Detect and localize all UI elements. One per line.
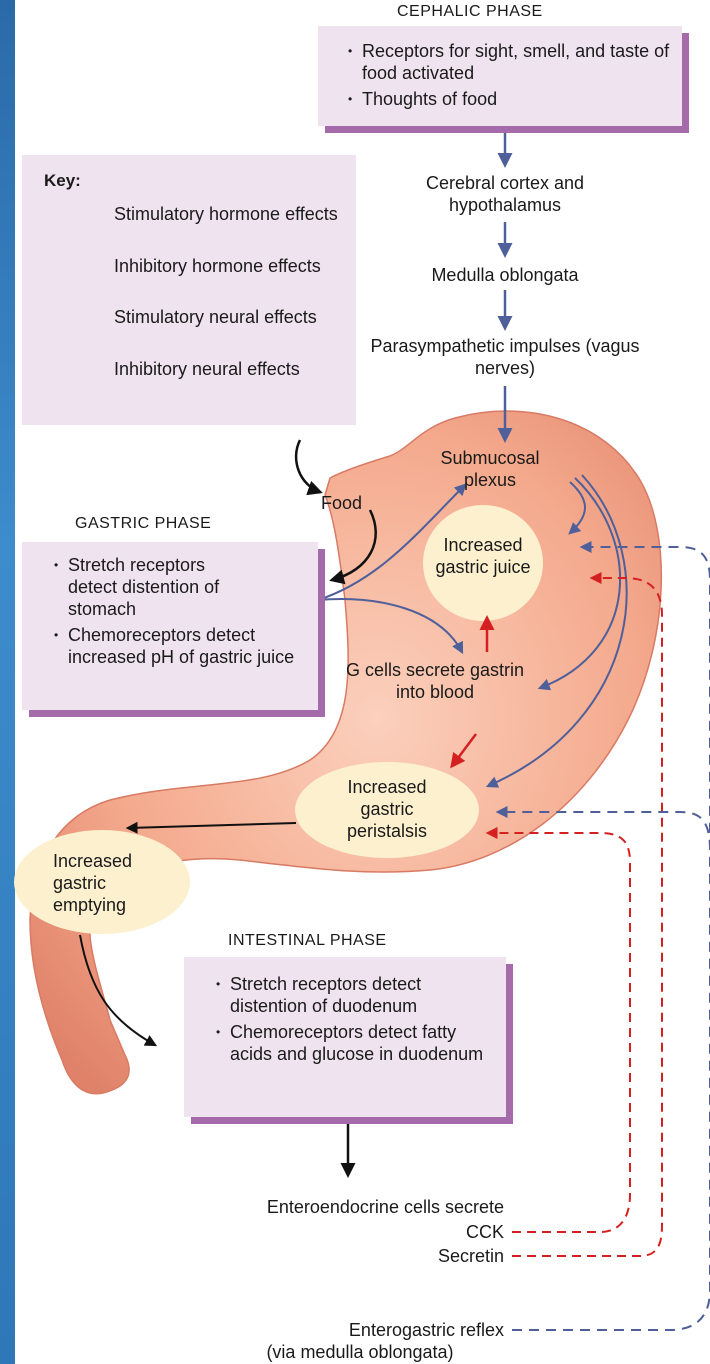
- enteroendocrine-label: Enteroendocrine cells secrete: [160, 1196, 504, 1218]
- key-label-stimulatory-neural: Stimulatory neural effects: [114, 306, 334, 328]
- key-label-stimulatory-hormone: Stimulatory hormone effects: [114, 203, 344, 225]
- gastric-phase-box: Stretch receptors detect distention of s…: [22, 542, 318, 710]
- gastric-bullet-1: Stretch receptors detect distention of s…: [48, 554, 258, 620]
- arrow-into-food: [296, 440, 320, 492]
- cck-inhibitory-path: [488, 833, 630, 1232]
- cephalic-phase-box: Receptors for sight, smell, and taste of…: [318, 26, 682, 126]
- food-label: Food: [321, 492, 362, 514]
- intestinal-phase-title: INTESTINAL PHASE: [228, 932, 387, 950]
- intestinal-bullet-2: Chemoreceptors detect fatty acids and gl…: [210, 1021, 490, 1065]
- reflex-via-medulla-label: (via medulla oblongata): [230, 1341, 490, 1363]
- medulla-label: Medulla oblongata: [395, 264, 615, 286]
- gastric-bullet-2: Chemoreceptors detect increased pH of ga…: [48, 624, 298, 668]
- parasympathetic-label: Parasympathetic impulses (vagus nerves): [370, 335, 640, 379]
- key-label-inhibitory-hormone: Inhibitory hormone effects: [114, 255, 334, 277]
- submucosal-plexus-label: Submucosal plexus: [430, 447, 550, 491]
- enterogastric-reflex-label: Enterogastric reflex: [254, 1319, 504, 1341]
- g-cells-label: G cells secrete gastrin into blood: [340, 659, 530, 703]
- cephalic-phase-title: CEPHALIC PHASE: [397, 3, 543, 21]
- cerebral-cortex-label: Cerebral cortex and hypothalamus: [395, 172, 615, 216]
- intestinal-phase-box: Stretch receptors detect distention of d…: [184, 957, 506, 1117]
- cephalic-bullet-1: Receptors for sight, smell, and taste of…: [342, 40, 682, 84]
- secretin-label: Secretin: [404, 1245, 504, 1267]
- increased-peristalsis-label: Increased gastric peristalsis: [322, 776, 452, 842]
- increased-gastric-juice-label: Increased gastric juice: [433, 534, 533, 578]
- intestinal-bullet-1: Stretch receptors detect distention of d…: [210, 973, 500, 1017]
- increased-emptying-label: Increased gastric emptying: [53, 850, 163, 916]
- key-label-inhibitory-neural: Inhibitory neural effects: [114, 358, 314, 380]
- gastric-phase-title: GASTRIC PHASE: [75, 515, 211, 533]
- key-title: Key:: [44, 171, 81, 191]
- cck-label: CCK: [404, 1221, 504, 1243]
- key-box: Key: Stimulatory hormone effects Inhibit…: [22, 155, 356, 425]
- cephalic-bullet-2: Thoughts of food: [342, 88, 672, 110]
